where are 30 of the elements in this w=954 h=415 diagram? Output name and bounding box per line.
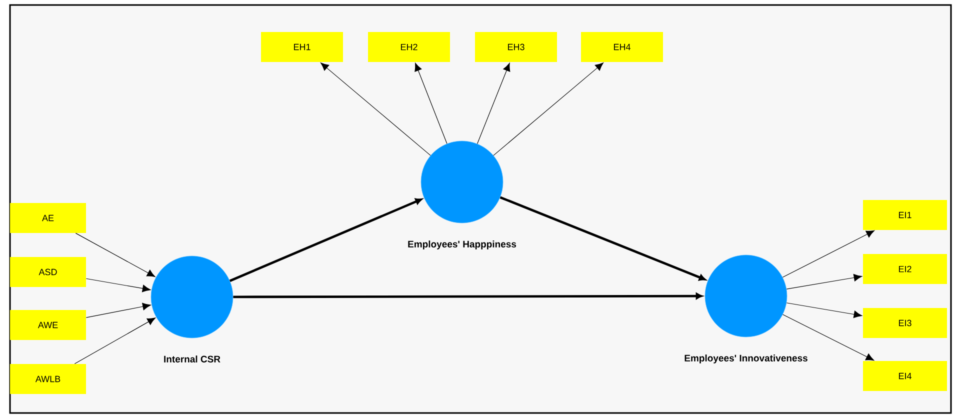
indicator-box: AWE — [10, 310, 86, 340]
arrow — [414, 62, 448, 144]
indicator-box: EH4 — [581, 32, 663, 62]
indicator-box: AE — [10, 203, 86, 233]
indicator-box: EI1 — [863, 200, 947, 230]
arrow — [782, 230, 875, 278]
arrow — [233, 292, 703, 300]
arrow — [786, 274, 862, 290]
construct-label: Employees' Innovativeness — [684, 354, 808, 364]
arrow — [782, 314, 874, 361]
indicator-box: EH2 — [368, 32, 450, 62]
arrow — [493, 62, 604, 156]
arrow — [86, 278, 151, 292]
indicator-box: AWLB — [10, 364, 86, 394]
arrow — [786, 302, 862, 318]
indicator-box: EI4 — [863, 361, 947, 391]
construct-label: Employees' Happpiness — [408, 240, 516, 250]
indicator-box: EH1 — [261, 32, 343, 62]
arrow — [229, 198, 422, 282]
arrow — [477, 62, 510, 144]
arrow — [75, 232, 156, 277]
indicator-box: ASD — [10, 257, 86, 287]
arrow — [500, 196, 706, 281]
arrow — [86, 302, 151, 318]
arrow — [320, 62, 431, 156]
indicator-box: EH3 — [475, 32, 557, 62]
construct-label: Internal CSR — [164, 356, 220, 362]
indicator-box: EI2 — [863, 254, 947, 284]
indicator-box: EI3 — [863, 308, 947, 338]
arrow — [74, 318, 156, 364]
